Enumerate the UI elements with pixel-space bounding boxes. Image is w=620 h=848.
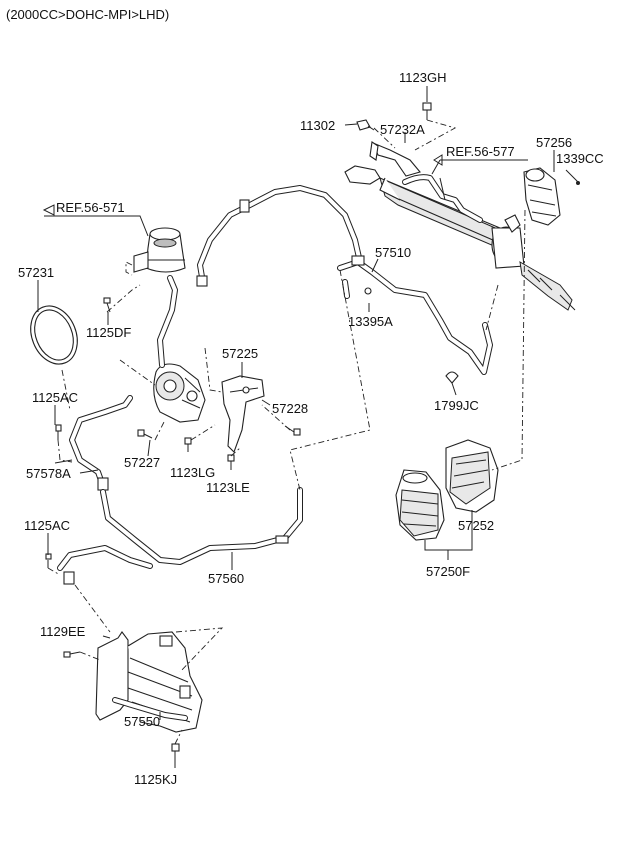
part-labels: 1123GH 11302 57232A 57256 1339CC 57231 1… <box>18 70 604 787</box>
label-57232A: 57232A <box>380 122 425 137</box>
label-1125AC-upper: 1125AC <box>32 390 78 405</box>
bolt-11302 <box>356 119 375 131</box>
label-57252: 57252 <box>458 518 494 533</box>
label-57560: 57560 <box>208 571 244 586</box>
reservoir-57231-area <box>30 227 186 365</box>
ref-gear: REF.56-577 <box>446 144 515 159</box>
ref-pump: REF.56-571 <box>56 200 125 215</box>
bolt-1123LE <box>227 454 235 470</box>
steering-gear-assembly <box>344 141 576 311</box>
label-1339CC: 1339CC <box>556 151 604 166</box>
boots-57250F <box>395 439 499 541</box>
power-steering-pump <box>153 363 206 423</box>
bolt-1123LG <box>184 437 192 452</box>
label-57256: 57256 <box>536 135 572 150</box>
bolt-1123GH <box>422 102 432 120</box>
bolt-57227 <box>137 429 153 439</box>
label-11302: 11302 <box>300 118 335 133</box>
label-13395A: 13395A <box>348 314 393 329</box>
label-57225: 57225 <box>222 346 258 361</box>
boot-57256 <box>523 167 580 226</box>
label-1125DF: 1125DF <box>86 325 131 340</box>
label-1123GH: 1123GH <box>399 70 446 85</box>
label-57227: 57227 <box>124 455 160 470</box>
label-57228: 57228 <box>272 401 308 416</box>
label-57231: 57231 <box>18 265 54 280</box>
label-57550: 57550 <box>124 714 160 729</box>
label-1125KJ: 1125KJ <box>134 772 177 787</box>
label-1123LG: 1123LG <box>170 465 215 480</box>
label-1799JC: 1799JC <box>434 398 479 413</box>
label-1123LE: 1123LE <box>206 480 250 495</box>
label-57250F: 57250F <box>426 564 470 579</box>
assembly-lines <box>47 119 526 745</box>
diagram-header: (2000CC>DOHC-MPI>LHD) <box>6 7 169 22</box>
bracket-57225 <box>221 375 265 453</box>
label-57578A: 57578A <box>26 466 71 481</box>
oil-cooler-57550 <box>63 631 203 758</box>
label-1129EE: 1129EE <box>40 624 86 639</box>
hoses <box>45 185 493 585</box>
label-57510: 57510 <box>375 245 411 260</box>
label-1125AC-lower: 1125AC <box>24 518 70 533</box>
